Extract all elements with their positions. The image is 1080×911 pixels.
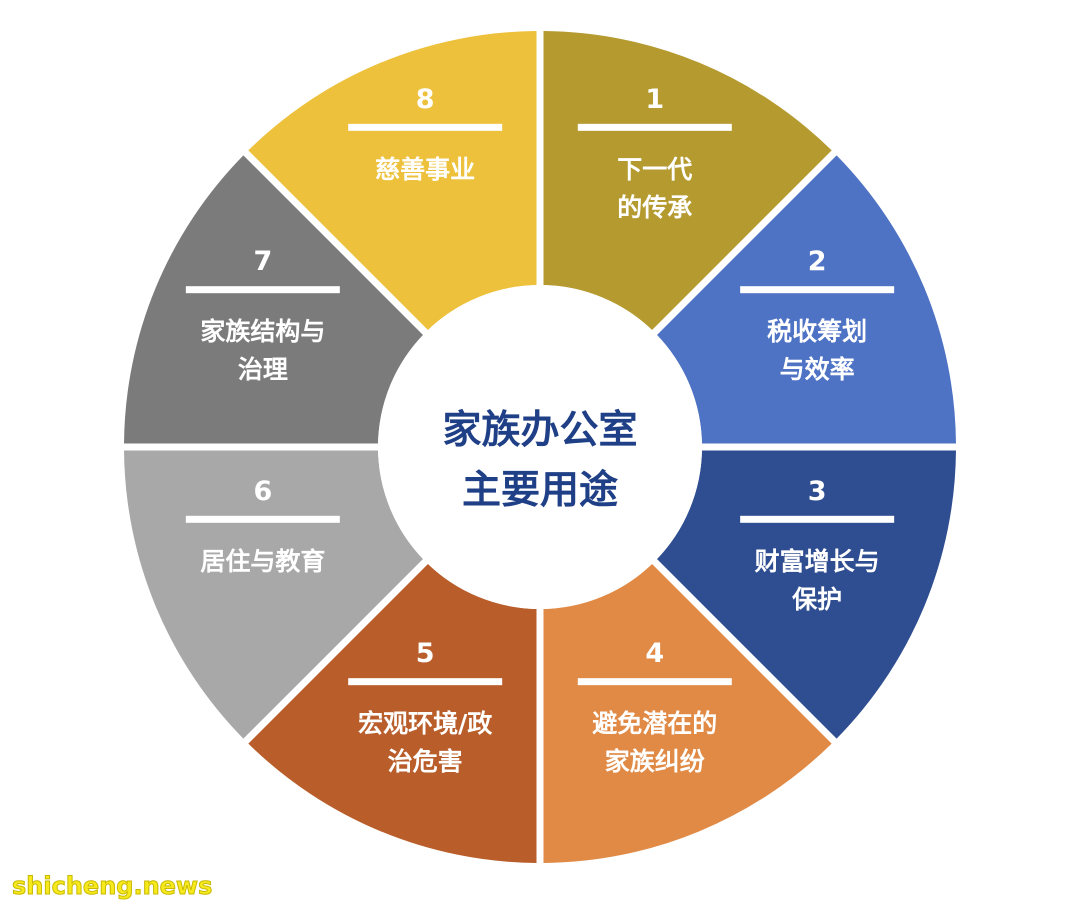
segment-number: 7 bbox=[253, 246, 272, 277]
segment-wedge-7 bbox=[124, 155, 424, 444]
segment-label-line: 治危害 bbox=[388, 747, 463, 776]
segment-label-line: 慈善事业 bbox=[375, 155, 475, 184]
segment-6: 6 居住与教育 bbox=[124, 450, 424, 739]
segment-8: 8 慈善事业 bbox=[248, 31, 537, 331]
hub-circle bbox=[400, 307, 680, 587]
segment-divider-bar bbox=[740, 515, 895, 523]
segment-label-line: 居住与教育 bbox=[200, 547, 325, 576]
segment-divider-bar bbox=[577, 678, 732, 686]
segment-wedge-2 bbox=[656, 155, 956, 444]
segment-number: 4 bbox=[645, 638, 664, 669]
segment-number: 8 bbox=[416, 84, 435, 115]
hub-title-line: 主要用途 bbox=[462, 468, 618, 513]
segment-divider-bar bbox=[348, 123, 503, 131]
segment-label-line: 保护 bbox=[791, 585, 842, 614]
segment-label-line: 下一代 bbox=[617, 155, 692, 184]
segment-label-line: 宏观环境/政 bbox=[358, 709, 493, 738]
segment-divider-bar bbox=[185, 515, 340, 523]
segment-label-line: 税收筹划 bbox=[767, 317, 867, 346]
segment-wedge-4 bbox=[543, 563, 832, 863]
segment-label-line: 的传承 bbox=[617, 193, 692, 222]
segment-label-line: 避免潜在的 bbox=[592, 709, 717, 738]
segment-label-line: 家族结构与 bbox=[200, 317, 325, 346]
segment-label-line: 与效率 bbox=[780, 355, 855, 384]
hub-title-line: 家族办公室 bbox=[442, 408, 637, 453]
segment-label-line: 家族纠纷 bbox=[605, 747, 705, 776]
segment-wedge-8 bbox=[248, 31, 537, 331]
segment-divider-bar bbox=[185, 286, 340, 294]
segment-number: 2 bbox=[808, 246, 827, 277]
segment-divider-bar bbox=[577, 123, 732, 131]
segment-number: 1 bbox=[645, 84, 664, 115]
segment-wedge-1 bbox=[543, 31, 832, 331]
segment-label-line: 治理 bbox=[238, 355, 288, 384]
segment-label-line: 财富增长与 bbox=[755, 547, 880, 576]
segment-number: 3 bbox=[808, 476, 827, 507]
segment-divider-bar bbox=[348, 678, 503, 686]
segment-wedge-5 bbox=[248, 563, 537, 863]
watermark-text: shicheng.news bbox=[11, 872, 213, 901]
segment-divider-bar bbox=[740, 286, 895, 294]
segment-number: 5 bbox=[416, 638, 435, 669]
segment-number: 6 bbox=[253, 476, 272, 507]
